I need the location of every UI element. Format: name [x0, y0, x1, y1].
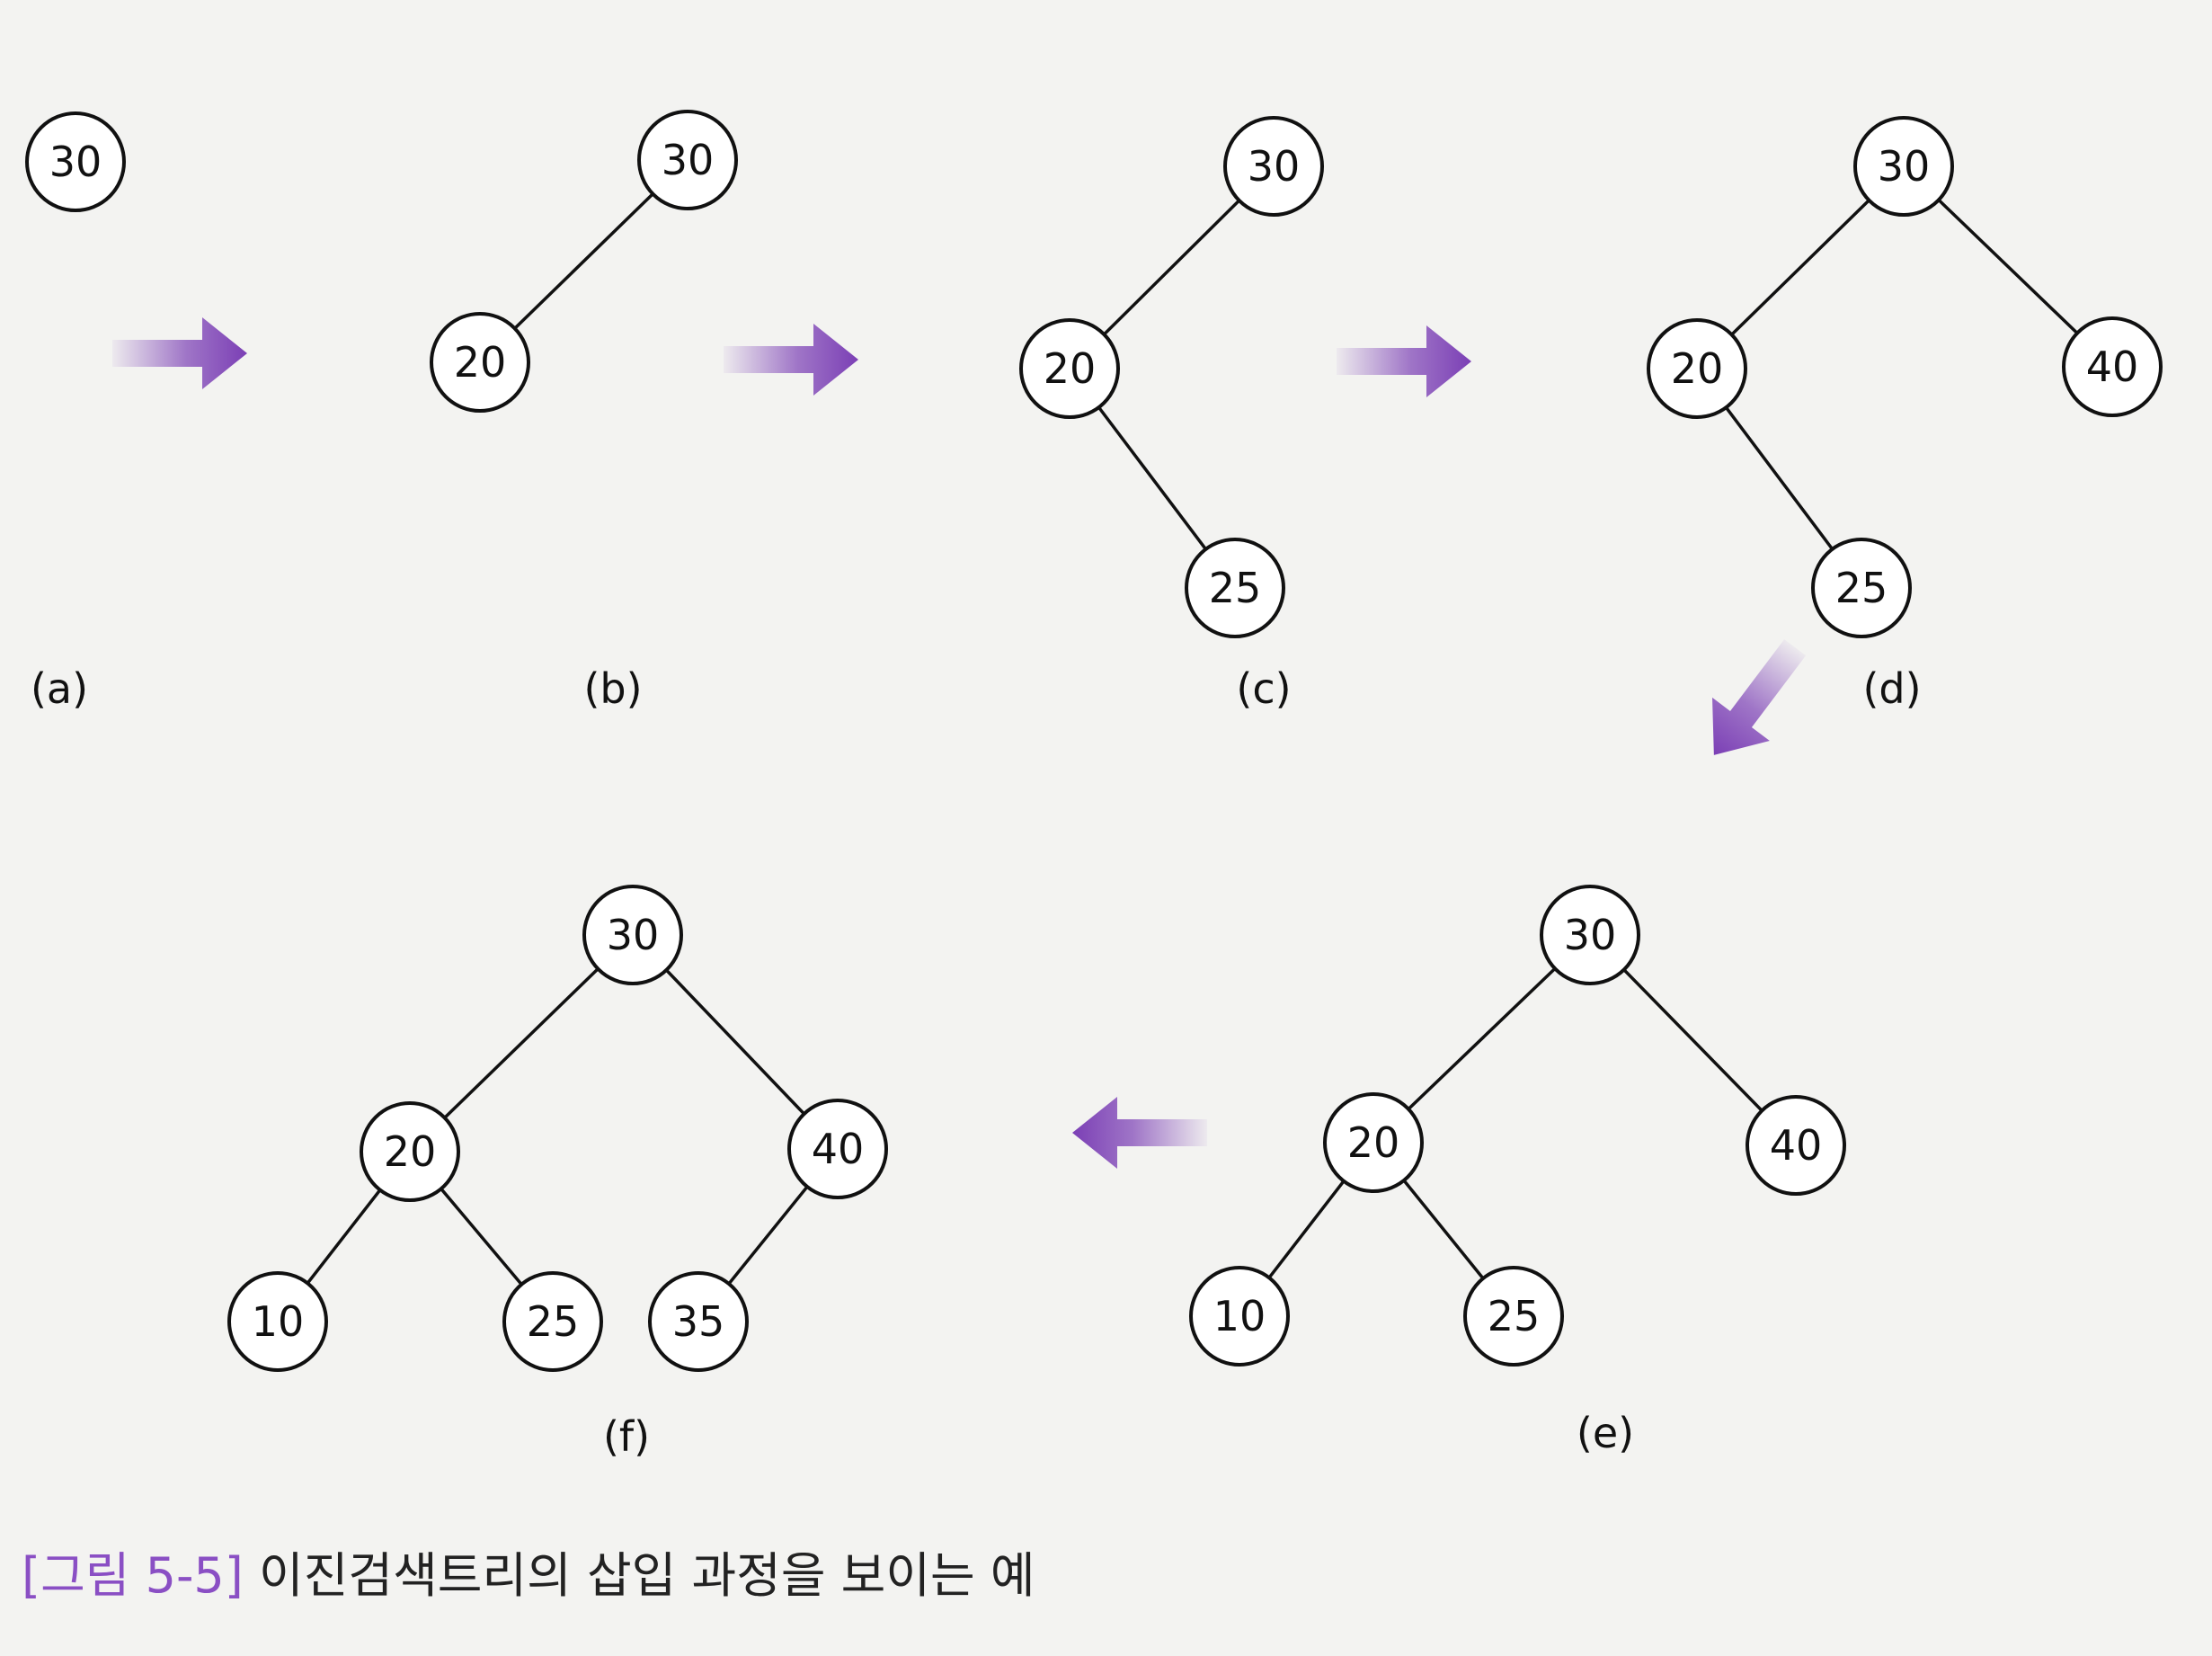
tree-node-a-30: 30 [25, 111, 126, 212]
panel-label-d: (d) [1862, 664, 1921, 713]
tree-node-value: 20 [454, 338, 507, 387]
tree-node-value: 40 [812, 1125, 865, 1173]
panel-label-a: (a) [31, 664, 88, 713]
tree-node-c-20: 20 [1019, 318, 1120, 419]
labels-layer: (a) (b) (c) (d) (e) (f) [31, 664, 1922, 1461]
tree-node-value: 25 [1209, 564, 1262, 612]
tree-node-c-30: 30 [1223, 116, 1324, 217]
tree-node-d-20: 20 [1647, 318, 1747, 419]
tree-node-value: 20 [384, 1127, 437, 1176]
tree-node-value: 35 [672, 1297, 725, 1346]
tree-node-value: 10 [252, 1297, 305, 1346]
nodes-layer: 30 30 20 30 20 25 30 20 40 25 30 20 40 10 25 30 20 40 10 25… [25, 110, 2163, 1372]
figure-caption-text: 이진검색트리의 삽입 과정을 보이는 예 [259, 1547, 1035, 1604]
panel-label-f: (f) [603, 1412, 650, 1461]
tree-node-b-20: 20 [430, 312, 530, 413]
tree-node-f-20: 20 [360, 1101, 460, 1202]
tree-node-e-10: 10 [1189, 1266, 1290, 1367]
tree-node-value: 20 [1044, 344, 1097, 393]
tree-node-f-25: 25 [502, 1271, 603, 1372]
panel-label-c: (c) [1236, 664, 1291, 713]
tree-node-value: 25 [527, 1297, 580, 1346]
figure-caption: [그림 5-5] 이진검색트리의 삽입 과정을 보이는 예 [22, 1545, 1035, 1607]
tree-node-d-25: 25 [1811, 538, 1912, 638]
figure-caption-number: [그림 5-5] [22, 1547, 244, 1604]
tree-node-value: 30 [1564, 911, 1617, 959]
tree-node-value: 30 [49, 138, 102, 186]
tree-node-f-40: 40 [787, 1099, 888, 1199]
tree-node-value: 20 [1347, 1118, 1400, 1167]
tree-node-e-25: 25 [1463, 1266, 1564, 1367]
tree-node-value: 40 [1770, 1121, 1823, 1170]
tree-node-e-30: 30 [1540, 885, 1640, 985]
tree-node-value: 20 [1671, 344, 1724, 393]
tree-node-d-30: 30 [1853, 116, 1954, 217]
tree-node-value: 30 [607, 911, 660, 959]
arrows-layer [112, 317, 1807, 1169]
tree-node-f-10: 10 [227, 1271, 328, 1372]
tree-node-value: 40 [2086, 343, 2139, 391]
tree-edge-f-30-20 [408, 933, 635, 1153]
tree-node-value: 25 [1835, 564, 1888, 612]
tree-node-c-25: 25 [1185, 538, 1285, 638]
tree-node-value: 30 [1248, 142, 1301, 191]
tree-node-f-35: 35 [648, 1271, 749, 1372]
tree-node-value: 10 [1213, 1292, 1266, 1340]
arrow-a-b-icon [112, 317, 247, 389]
arrow-b-c-icon [724, 324, 858, 396]
arrow-c-d-icon [1337, 325, 1471, 397]
arrow-e-f-icon [1072, 1097, 1207, 1169]
tree-node-d-40: 40 [2062, 316, 2163, 417]
tree-node-e-20: 20 [1323, 1092, 1424, 1193]
tree-node-value: 30 [1878, 142, 1931, 191]
tree-node-value: 25 [1488, 1292, 1541, 1340]
tree-node-b-30: 30 [637, 110, 738, 210]
tree-node-e-40: 40 [1746, 1095, 1846, 1196]
panel-label-e: (e) [1577, 1409, 1634, 1457]
arrow-d-e-icon [1712, 639, 1807, 755]
tree-node-f-30: 30 [582, 885, 683, 985]
panel-label-b: (b) [583, 664, 642, 713]
tree-node-value: 30 [662, 136, 715, 184]
